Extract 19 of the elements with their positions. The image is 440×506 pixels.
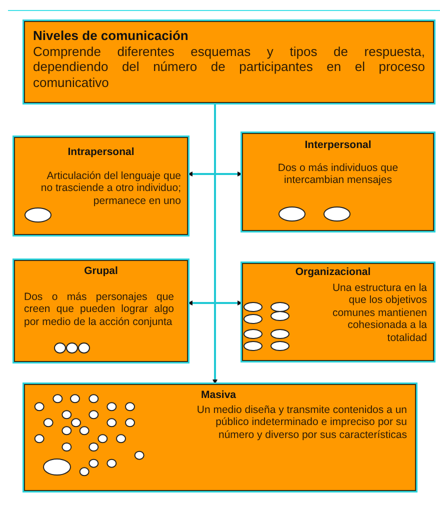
box-description: Articulación del lenguaje que no trasciende a otro individuo; permanece en uno — [40, 170, 181, 208]
box-description: Una estructura en la que los objetivos comunes mantienen cohesionada a la totalidad — [331, 282, 427, 344]
box-description: Comprende diferentes esquemas y tipos de respuesta, dependiendo del número de participantes en el proceso comunicativo — [33, 44, 425, 90]
level-box — [242, 133, 434, 231]
box-heading: Organizacional — [294, 266, 372, 278]
level-box — [24, 384, 416, 491]
box-description: Un medio diseña y transmite contenidos a un público indeterminado e impreciso por su número y diverso por sus características — [196, 404, 407, 442]
level-box — [14, 137, 188, 235]
box-heading: Interpersonal — [304, 139, 372, 151]
box-description: Dos o más personajes que creen que pueden lograr algo por medio de la acción conjunta — [24, 291, 174, 328]
box-heading: Intrapersonal — [66, 146, 136, 158]
connector-arrow — [212, 103, 218, 384]
box-heading: Grupal — [83, 265, 119, 277]
box-description: Dos o más individuos que intercambian mensajes — [276, 162, 400, 187]
box-heading: Masiva — [201, 389, 238, 401]
level-box — [24, 21, 434, 103]
level-box — [242, 263, 434, 361]
level-box — [14, 260, 188, 362]
box-heading: Niveles de comunicación — [33, 28, 190, 43]
